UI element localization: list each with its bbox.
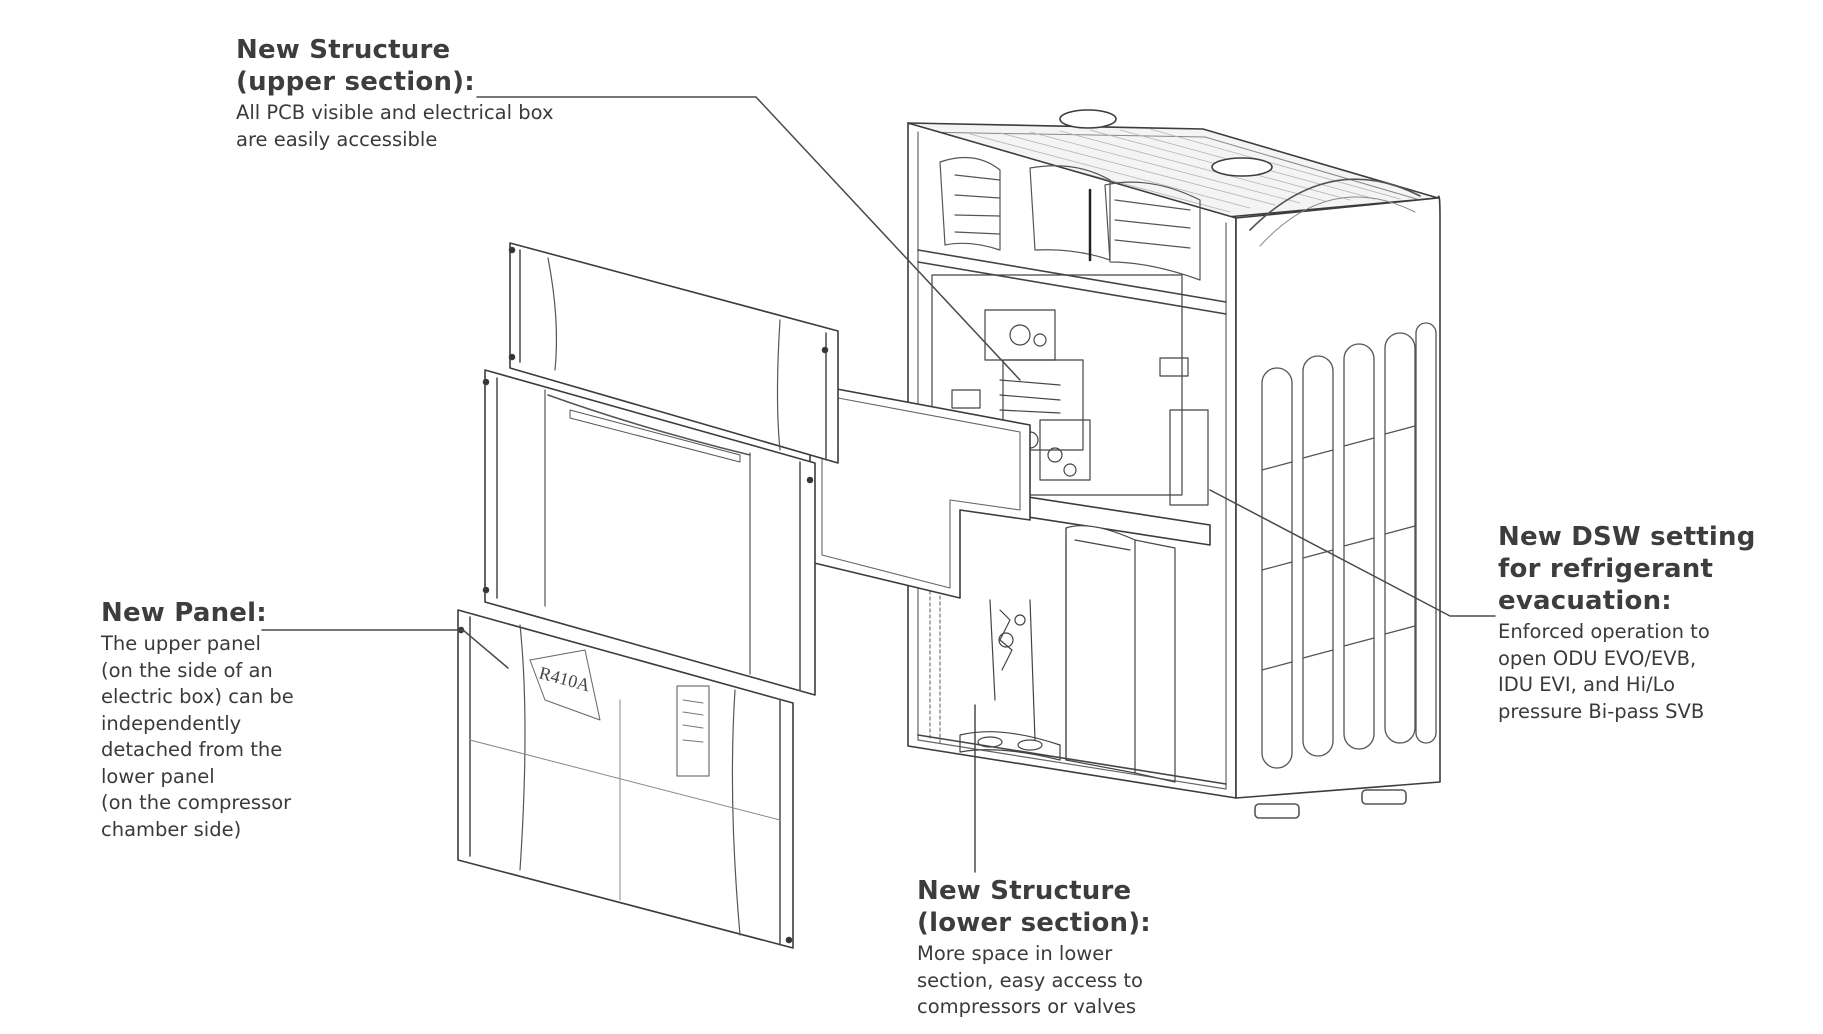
callout-dsw-body: Enforced operation to open ODU EVO/EVB, … (1498, 620, 1710, 723)
callout-lower-section: New Structure (lower section): More spac… (917, 875, 1151, 1021)
lower-panel: R410A (457, 609, 794, 949)
callout-panel-title: New Panel: (101, 598, 267, 628)
leader-upper-section (476, 96, 1021, 381)
fan-cap-left (1059, 109, 1117, 129)
callout-upper-section: New Structure (upper section): All PCB v… (236, 34, 553, 153)
side-louvres (1261, 322, 1437, 769)
callout-dsw-title: New DSW setting for refrigerant evacuati… (1498, 522, 1756, 616)
leader-lines (261, 96, 1496, 873)
callout-new-panel: New Panel: The upper panel (on the side … (101, 597, 294, 843)
callout-upper-body: All PCB visible and electrical box are e… (236, 101, 554, 151)
upper-top-panel (508, 242, 839, 464)
indicator-label-panel (676, 685, 710, 777)
callout-lower-body: More space in lower section, easy access… (917, 942, 1143, 1018)
compressor-chamber (929, 525, 1176, 783)
callout-upper-title: New Structure (upper section): (236, 35, 475, 97)
fan-blades (939, 156, 1201, 281)
leader-dsw-setting (1209, 489, 1496, 617)
outdoor-unit-cabinet (907, 109, 1441, 819)
upper-main-panel (482, 369, 816, 696)
electrical-box (931, 274, 1209, 506)
callout-panel-body: The upper panel (on the side of an elect… (101, 632, 294, 841)
callout-dsw-setting: New DSW setting for refrigerant evacuati… (1498, 521, 1756, 725)
callout-lower-title: New Structure (lower section): (917, 876, 1151, 938)
cabinet-side-panel (1235, 195, 1441, 799)
leader-new-panel (261, 629, 509, 669)
fan-cap-right (1211, 157, 1273, 177)
